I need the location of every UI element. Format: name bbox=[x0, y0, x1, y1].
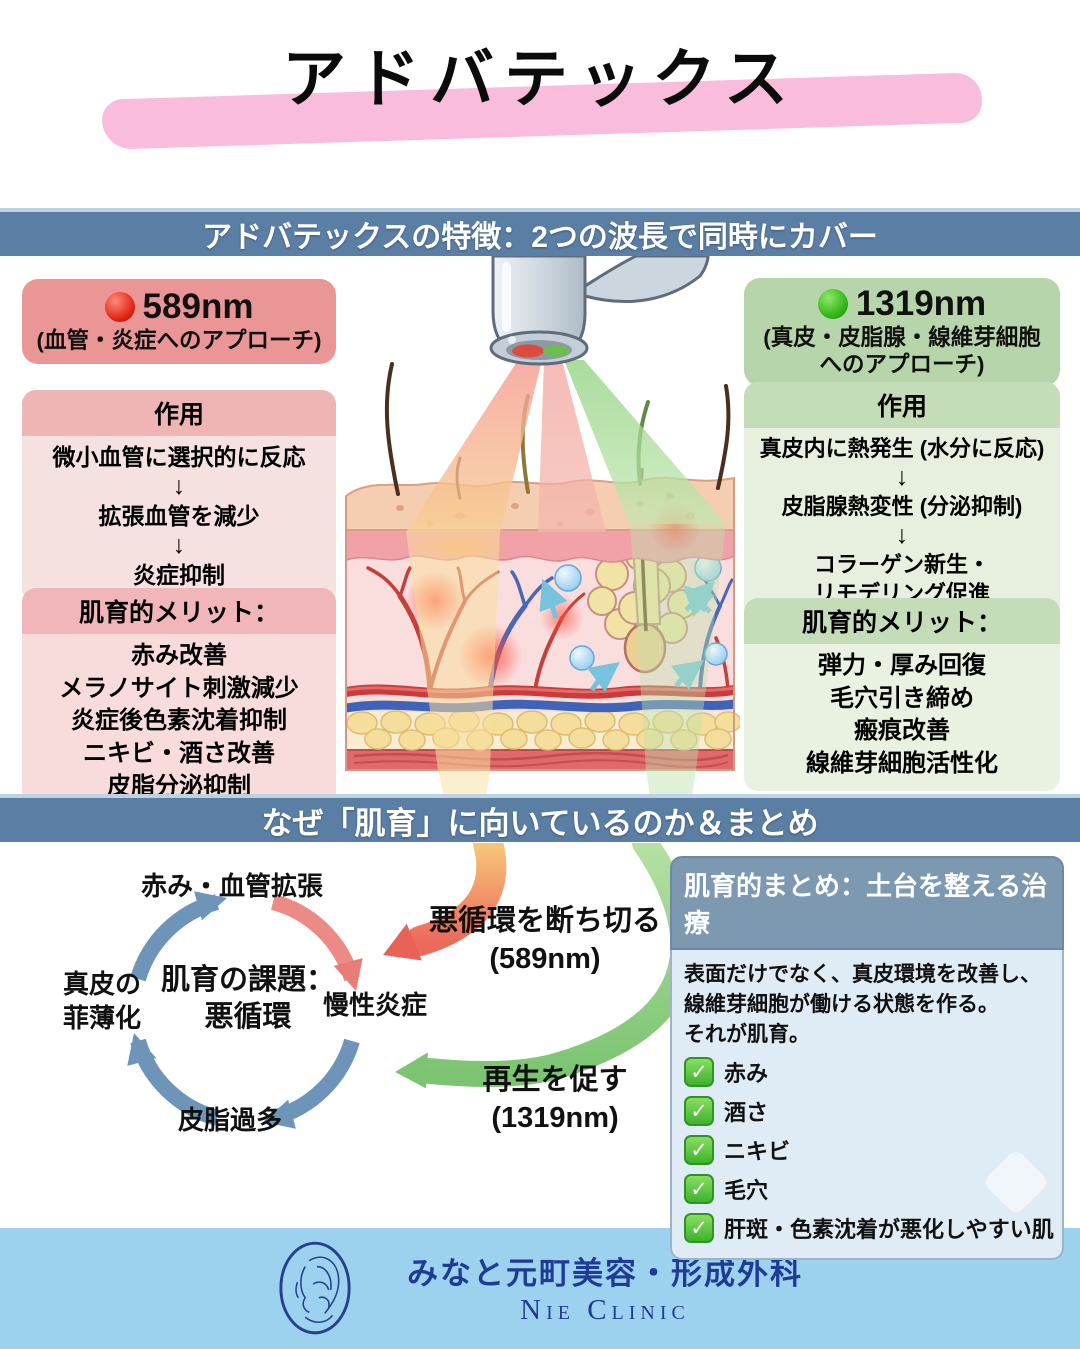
cycle-node-inflammation: 慢性炎症 bbox=[323, 990, 428, 1020]
page-title: アドバテックス bbox=[281, 43, 799, 115]
green-target-text-line1: (真皮・皮脂腺・線維芽細胞 bbox=[763, 325, 1041, 350]
green-action-step: 真皮内に熱発生 (水分に反応) bbox=[759, 436, 1045, 461]
green-merit-box: 肌育的メリット： 弾力・厚み回復 毛穴引き締め 瘢痕改善 線維芽細胞活性化 bbox=[744, 598, 1060, 791]
cycle-node-sebum: 皮脂過多 bbox=[178, 1105, 283, 1135]
cycle-node-dermis-line1: 真皮の bbox=[62, 969, 141, 999]
down-arrow-icon: ↓ bbox=[172, 472, 186, 501]
checklist-item: ✓ 赤み bbox=[684, 1056, 1052, 1088]
checklist-item: ✓ 酒さ bbox=[684, 1095, 1052, 1127]
check-icon: ✓ bbox=[684, 1057, 714, 1088]
check-icon: ✓ bbox=[684, 1135, 714, 1166]
green-action-step: 皮脂腺熱変性 (分泌抑制) bbox=[781, 493, 1023, 519]
why-header-bar: なぜ「肌育」に向いているのか＆まとめ bbox=[0, 794, 1080, 842]
red-wavelength-value: 589nm bbox=[142, 287, 254, 326]
regeneration-wavelength: (1319nm) bbox=[491, 1101, 619, 1134]
green-wavelength-panel: 1319nm (真皮・皮脂腺・線維芽細胞 へのアプローチ) bbox=[744, 278, 1060, 386]
summary-text-line1: 表面だけでなく、真皮環境を改善し、 bbox=[684, 963, 1041, 986]
red-merit-item: 炎症後色素沈着抑制 bbox=[71, 707, 287, 735]
green-merit-title: 肌育的メリット： bbox=[744, 598, 1060, 644]
green-action-title: 作用 bbox=[744, 382, 1060, 428]
cycle-node-dermis-line2: 菲薄化 bbox=[62, 1002, 141, 1033]
regeneration-label: 再生を促す (1319nm) bbox=[440, 1062, 670, 1137]
features-header-text: アドバテックスの特徴：2つの波長で同時にカバー bbox=[202, 221, 878, 254]
red-merit-item: ニキビ・酒さ改善 bbox=[83, 739, 275, 767]
summary-body: 表面だけでなく、真皮環境を改善し、 線維芽細胞が働ける状態を作る。 それが肌育。… bbox=[670, 950, 1064, 1261]
green-target-text-line2: へのアプローチ) bbox=[819, 352, 985, 377]
green-merit-item: 弾力・厚み回復 bbox=[818, 652, 986, 679]
features-header-bar: アドバテックスの特徴：2つの波長で同時にカバー bbox=[0, 208, 1080, 256]
summary-text-line2: 線維芽細胞が働ける状態を作る。 bbox=[684, 992, 999, 1016]
check-icon: ✓ bbox=[684, 1213, 714, 1244]
check-icon: ✓ bbox=[684, 1174, 714, 1205]
green-merit-item: 瘢痕改善 bbox=[854, 717, 950, 745]
break-cycle-wavelength: (589nm) bbox=[489, 942, 601, 975]
red-wavelength-panel: 589nm (血管・炎症へのアプローチ) bbox=[22, 279, 336, 364]
regeneration-text: 再生を促す bbox=[482, 1064, 628, 1096]
down-arrow-icon: ↓ bbox=[895, 463, 909, 492]
red-action-box: 作用 微小血管に選択的に反応 ↓ 拡張血管を減少 ↓ 炎症抑制 bbox=[22, 390, 336, 603]
why-header-text: なぜ「肌育」に向いているのか＆まとめ bbox=[261, 805, 819, 841]
checklist-item: ✓ ニキビ bbox=[684, 1134, 1052, 1166]
summary-title: 肌育的まとめ：土台を整える治療 bbox=[670, 856, 1064, 950]
checklist-item: ✓ 毛穴 bbox=[684, 1173, 1052, 1205]
red-action-title: 作用 bbox=[22, 390, 336, 436]
green-wavelength-title: 1319nm bbox=[746, 284, 1058, 324]
red-action-step: 炎症抑制 bbox=[133, 562, 225, 589]
clinic-name-english: Nie Clinic bbox=[520, 1294, 690, 1326]
red-merit-title: 肌育的メリット： bbox=[22, 588, 336, 634]
cycle-node-dermis-thinning: 真皮の 菲薄化 bbox=[46, 968, 158, 1036]
green-wavelength-value: 1319nm bbox=[855, 284, 987, 323]
cycle-center-line2: 悪循環 bbox=[204, 1001, 292, 1034]
down-arrow-icon: ↓ bbox=[172, 531, 186, 560]
clinic-name-japanese: みなと元町美容・形成外科 bbox=[407, 1256, 803, 1291]
checklist-item: ✓ 肝斑・色素沈着が悪化しやすい肌 bbox=[684, 1212, 1054, 1244]
cycle-center-title: 肌育の課題： 悪循環 bbox=[138, 962, 358, 1036]
break-cycle-text: 悪循環を断ち切る bbox=[428, 905, 661, 937]
red-action-step: 拡張血管を減少 bbox=[98, 503, 260, 530]
red-merit-item: 赤み改善 bbox=[131, 642, 227, 669]
cycle-center-line1: 肌育の課題： bbox=[160, 964, 335, 996]
clinic-logo-icon bbox=[279, 1241, 351, 1335]
break-cycle-label: 悪循環を断ち切る (589nm) bbox=[420, 903, 670, 978]
red-action-step: 微小血管に選択的に反応 bbox=[52, 444, 306, 470]
skin-laser-illustration bbox=[345, 256, 740, 796]
red-laser-dot-icon bbox=[104, 292, 135, 322]
green-merit-item: 線維芽細胞活性化 bbox=[806, 749, 998, 777]
red-wavelength-title: 589nm bbox=[24, 287, 334, 327]
green-action-step: コラーゲン新生・ bbox=[813, 551, 990, 577]
laser-handpiece bbox=[489, 256, 710, 366]
red-target-text: (血管・炎症へのアプローチ) bbox=[36, 328, 322, 353]
green-laser-dot-icon bbox=[817, 289, 848, 319]
red-merit-item: メラノサイト刺激減少 bbox=[59, 674, 299, 702]
summary-text-line3: それが肌育。 bbox=[684, 1022, 810, 1046]
down-arrow-icon: ↓ bbox=[895, 520, 909, 549]
green-action-box: 作用 真皮内に熱発生 (水分に反応) ↓ 皮脂腺熱変性 (分泌抑制) ↓ コラー… bbox=[744, 382, 1060, 620]
summary-box: 肌育的まとめ：土台を整える治療 表面だけでなく、真皮環境を改善し、 線維芽細胞が… bbox=[670, 856, 1064, 1261]
check-icon: ✓ bbox=[684, 1096, 714, 1127]
green-merit-item: 毛穴引き締め bbox=[830, 684, 974, 712]
red-merit-box: 肌育的メリット： 赤み改善 メラノサイト刺激減少 炎症後色素沈着抑制 ニキビ・酒… bbox=[22, 588, 336, 814]
cycle-node-redness: 赤み・血管拡張 bbox=[140, 871, 323, 901]
